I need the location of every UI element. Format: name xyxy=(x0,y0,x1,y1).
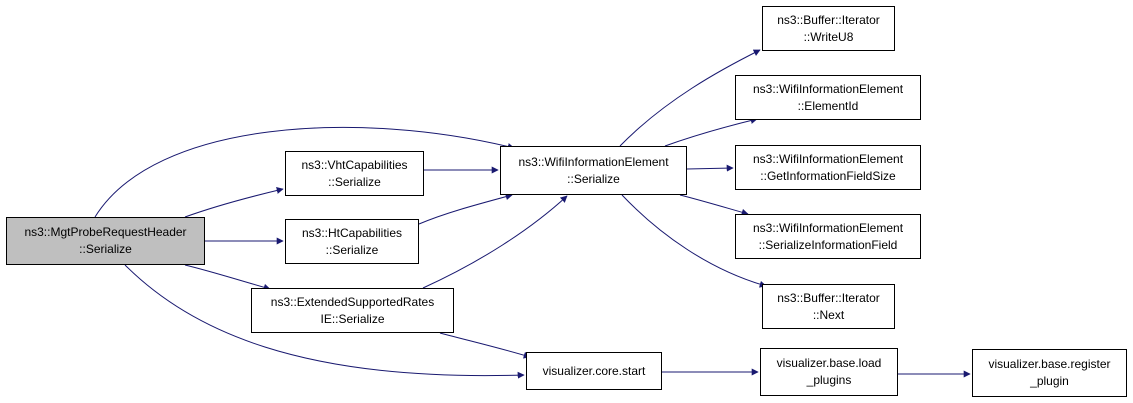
node-wu8[interactable]: ns3::Buffer::Iterator::WriteU8 xyxy=(762,6,895,51)
edge-root-to-vht xyxy=(184,187,284,218)
node-next[interactable]: ns3::Buffer::Iterator::Next xyxy=(762,284,895,329)
edge-wie-to-eid xyxy=(664,117,758,147)
node-vbr-label-line-2: _plugin xyxy=(1030,374,1069,388)
node-wie-label-line-2: ::Serialize xyxy=(567,171,620,186)
node-wu8-label-line-1: ns3::Buffer::Iterator xyxy=(777,12,880,27)
node-wu8-label-line-2: ::WriteU8 xyxy=(803,29,854,44)
node-vbr-label-line-1: visualizer.base.register xyxy=(988,357,1111,371)
node-wie-label-line-1: ns3::WifiInformationElement xyxy=(518,154,669,169)
edge-ext-to-wie xyxy=(422,195,568,289)
node-gifs[interactable]: ns3::WifiInformationElement::GetInformat… xyxy=(735,145,921,190)
node-root: ns3::MgtProbeRequestHeader::Serialize xyxy=(6,217,205,265)
edge-root-to-wie xyxy=(94,126,515,218)
node-ht-label-line-1: ns3::HtCapabilities xyxy=(301,225,403,240)
edge-root-to-ext xyxy=(184,264,271,291)
node-vcs[interactable]: visualizer.core.start xyxy=(526,352,662,390)
node-next-label-line-2: ::Next xyxy=(812,307,845,322)
node-vht-label-line-1: ns3::VhtCapabilities xyxy=(301,157,408,172)
node-ht-label-line-2: ::Serialize xyxy=(325,242,379,257)
node-vbl-label-line-2: _plugins xyxy=(806,373,852,387)
edge-wie-to-next xyxy=(621,194,767,288)
edge-ext-to-vcs xyxy=(439,332,531,359)
node-vbr[interactable]: visualizer.base.register _plugin xyxy=(972,349,1127,397)
node-sif-label-line-1: ns3::WifiInformationElement xyxy=(752,220,904,235)
edge-ht-to-wie xyxy=(418,193,513,225)
node-sif[interactable]: ns3::WifiInformationElement::SerializeIn… xyxy=(735,214,921,259)
node-wie[interactable]: ns3::WifiInformationElement::Serialize xyxy=(500,146,687,195)
edge-root-to-vcs xyxy=(124,264,525,379)
node-gifs-label-line-1: ns3::WifiInformationElement xyxy=(752,151,904,166)
node-sif-label-line-2: ::SerializeInformationField xyxy=(758,237,898,252)
node-eid-label-line-2: ::ElementId xyxy=(797,98,859,113)
node-ext-label-line-2: IE::Serialize xyxy=(320,311,385,326)
node-eid-label-line-1: ns3::WifiInformationElement xyxy=(752,81,904,96)
edge-wie-to-gifs xyxy=(686,164,734,172)
edge-wie-to-sif xyxy=(679,194,749,216)
node-vht[interactable]: ns3::VhtCapabilities::Serialize xyxy=(285,151,424,196)
node-vbl-label-line-1: visualizer.base.load xyxy=(776,356,882,370)
node-root-label-line-2: ::Serialize xyxy=(79,242,132,256)
node-eid[interactable]: ns3::WifiInformationElement::ElementId xyxy=(735,75,921,120)
node-next-label-line-1: ns3::Buffer::Iterator xyxy=(777,290,880,305)
edge-wie-to-wu8 xyxy=(619,49,761,147)
node-ht[interactable]: ns3::HtCapabilities::Serialize xyxy=(285,219,419,264)
node-vht-label-line-2: ::Serialize xyxy=(328,174,381,189)
node-root-label-line-1: ns3::MgtProbeRequestHeader xyxy=(24,225,187,239)
node-gifs-label-line-2: ::GetInformationFieldSize xyxy=(760,168,896,183)
node-vcs-label-line-1: visualizer.core.start xyxy=(542,363,646,378)
node-ext-label-line-1: ns3::ExtendedSupportedRates xyxy=(270,294,435,309)
node-vbl[interactable]: visualizer.base.load _plugins xyxy=(760,348,898,396)
